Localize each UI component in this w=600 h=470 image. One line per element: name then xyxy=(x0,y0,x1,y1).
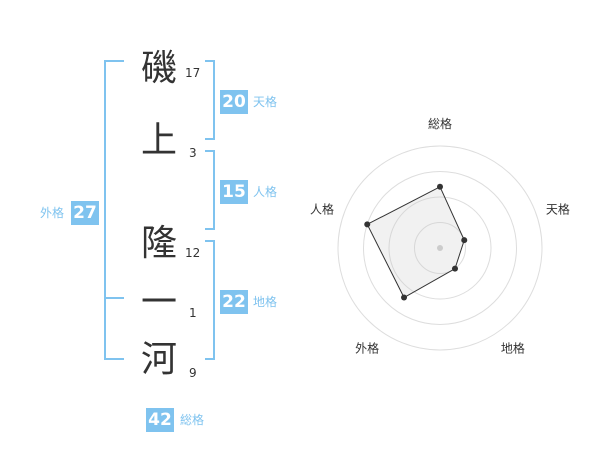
stroke-count-2: 3 xyxy=(189,146,197,160)
radar-grid-ring xyxy=(363,171,517,325)
gaikaku-bracket-mid xyxy=(104,297,124,299)
radar-grid-ring xyxy=(388,196,492,300)
chikaku-value-badge: 22 xyxy=(220,290,248,314)
radar-point-2 xyxy=(461,237,468,244)
radar-center-dot xyxy=(437,245,443,251)
tenkaku-label: 天格 xyxy=(253,95,278,109)
jinkaku-bracket-top xyxy=(205,150,215,152)
radar-axis-label-2: 天格 xyxy=(546,202,570,217)
tenkaku-bracket-vertical xyxy=(213,60,215,140)
gaikaku-bracket-vertical xyxy=(104,60,106,360)
name-char-3: 隆 xyxy=(140,223,177,264)
jinkaku-label: 人格 xyxy=(253,185,278,199)
radar-point-1 xyxy=(437,183,443,190)
radar-axis-label-3: 地格 xyxy=(501,340,525,355)
radar-axis-label-1: 総格 xyxy=(428,116,452,131)
tenkaku-bracket-bottom xyxy=(205,138,215,140)
stroke-count-3: 12 xyxy=(185,246,201,260)
chikaku-bracket-vertical xyxy=(213,240,215,360)
name-char-4: 一 xyxy=(140,282,177,323)
jinkaku-bracket-bottom xyxy=(205,228,215,230)
chikaku-bracket-bottom xyxy=(205,358,215,360)
soukaku-value-badge: 42 xyxy=(146,408,174,432)
stroke-count-4: 1 xyxy=(189,306,197,320)
name-char-5: 河 xyxy=(140,339,177,380)
tenkaku-bracket-top xyxy=(205,60,215,62)
gaikaku-bracket-top xyxy=(104,60,124,62)
soukaku-label: 総格 xyxy=(180,413,205,427)
radar-axis-label-4: 外格 xyxy=(355,340,379,355)
gaikaku-value-badge: 27 xyxy=(71,201,99,225)
gaikaku-label: 外格 xyxy=(40,206,65,220)
stroke-count-1: 17 xyxy=(185,66,201,80)
radar-grid-ring xyxy=(414,222,466,274)
chikaku-bracket-top xyxy=(205,240,215,242)
chikaku-label: 地格 xyxy=(253,295,278,309)
radar-point-3 xyxy=(451,265,458,272)
radar-axis-label-5: 人格 xyxy=(310,202,334,217)
gaikaku-bracket-bottom xyxy=(104,358,124,360)
stroke-count-5: 9 xyxy=(189,366,197,380)
radar-point-4 xyxy=(401,294,408,301)
jinkaku-bracket-vertical xyxy=(213,150,215,230)
name-char-2: 上 xyxy=(140,120,177,161)
name-char-1: 磯 xyxy=(140,48,177,89)
radar-point-5 xyxy=(364,221,371,228)
tenkaku-value-badge: 20 xyxy=(220,90,248,114)
radar-polygon xyxy=(366,186,465,299)
jinkaku-value-badge: 15 xyxy=(220,180,248,204)
